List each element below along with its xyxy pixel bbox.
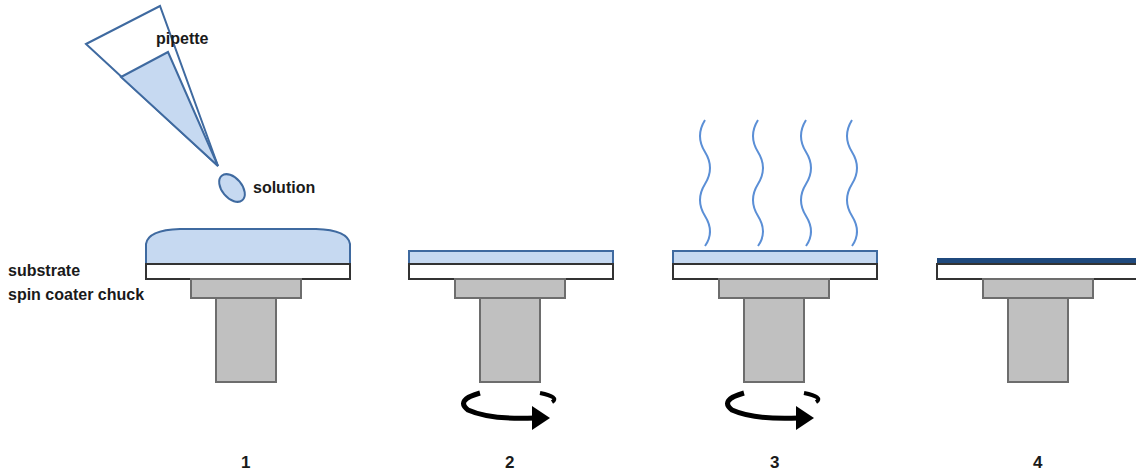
part-label: substrate [8,262,80,280]
stage-1 [146,229,350,382]
stage-2 [409,251,613,430]
step-number: 4 [1033,454,1042,472]
stage-3 [673,120,877,430]
step-number: 3 [770,454,779,472]
step-number: 2 [505,454,514,472]
solution-drop [214,169,250,206]
part-label: spin coater chuck [8,286,144,304]
pipette-drawing [86,6,250,207]
evaporation-waves [700,120,857,246]
part-label: pipette [156,30,208,48]
part-label: solution [253,179,315,197]
stage-4 [937,258,1136,382]
step-number: 1 [241,454,250,472]
